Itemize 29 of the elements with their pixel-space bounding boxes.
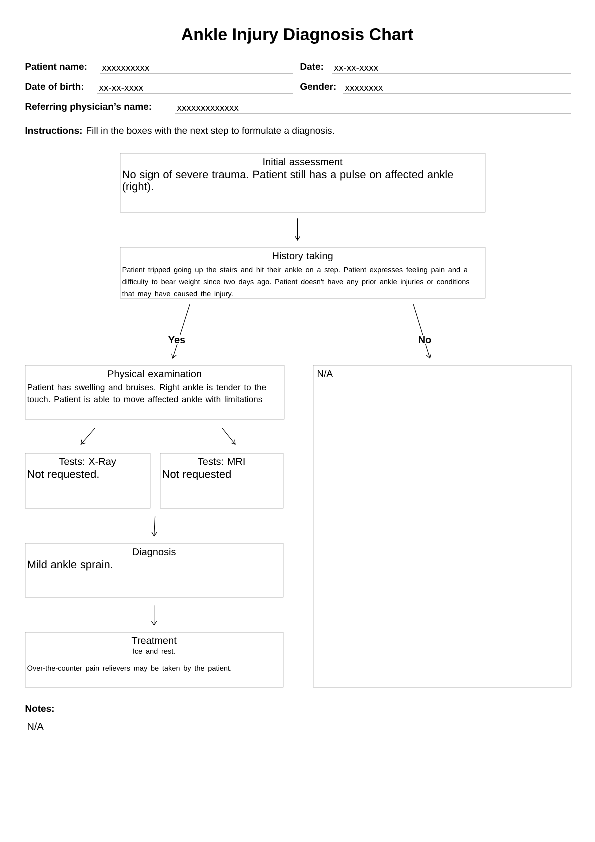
process-box: Initial assessment No sign of severe trauma. Patient still has a pulse on affected ankle (right).: [120, 153, 486, 213]
notes-text: N/A: [28, 722, 44, 730]
fill-in-line: xxxxxxxx: [342, 86, 572, 94]
process-box: Diagnosis Mild ankle sprain.: [25, 543, 284, 598]
arrow: [152, 516, 158, 537]
field-label: Date:: [300, 63, 324, 70]
fill-in-line: xx-xx-xxxx: [332, 66, 572, 74]
process-box: Tests: X-Ray Not requested.: [25, 453, 151, 509]
edge-label: No: [419, 336, 432, 344]
field-label: Patient name:: [26, 63, 87, 70]
fill-in-line: xx-xx-xxxx: [96, 86, 294, 94]
fill-in-line: xxxxxxxxxx: [100, 66, 294, 74]
arrow: [295, 218, 301, 241]
arrow: [80, 428, 96, 445]
process-box: Tests: MRI Not requested: [160, 453, 284, 509]
field-label: Date of birth:: [26, 83, 84, 90]
arrow: [172, 304, 190, 359]
notes-label: Notes:: [26, 705, 54, 712]
field-label: Referring physician’s name:: [26, 103, 152, 112]
title: Ankle Injury Diagnosis Chart: [182, 28, 414, 44]
edge-label: Yes: [168, 336, 186, 344]
process-box: Physical examination Patient has swelling and bruises. Right ankle is tender to the touch. Patient is able to move affected ankle with limitations: [25, 365, 285, 420]
field-label: Gender:: [300, 83, 336, 90]
instructions: Instructions: Fill in the boxes with the next step to formulate a diagnosis.: [26, 127, 334, 136]
answer-box: N/A: [313, 365, 572, 688]
fill-in-line: xxxxxxxxxxxxx: [174, 106, 572, 114]
arrow: [152, 605, 158, 626]
arrow: [222, 428, 236, 445]
arrow: [413, 304, 432, 359]
